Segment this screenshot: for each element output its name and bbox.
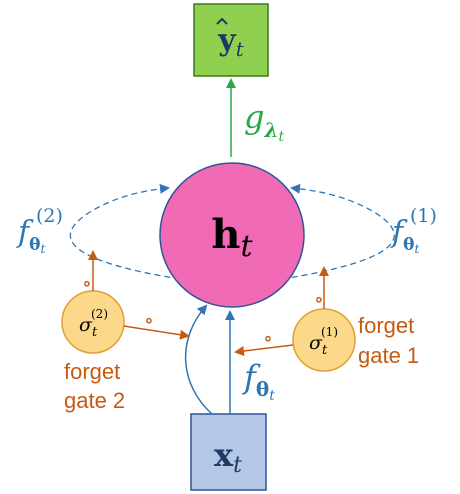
output-node: yt [193,3,269,77]
hidden-circle [159,162,305,308]
gate-2-circle [61,290,125,354]
hidden-label: ht [211,211,253,264]
gate-1-left-dot: ∘ [263,326,273,350]
gate-1-label-line1: forget [358,313,414,338]
gate-2-label-line2: gate 2 [64,388,125,413]
f-theta-input-label: fθt [242,358,275,404]
gate-1-circle [292,308,356,372]
output-hat-mark [216,17,228,25]
forget-gate-1: σt (1) [292,308,356,372]
gate-1-label-line2: gate 1 [358,343,419,368]
gate-2-right-dot: ∘ [144,308,154,332]
input-node: xt [190,413,267,491]
input-box [190,413,267,491]
output-label: yt [217,23,244,61]
gate-1-up-dot: ∘ [314,287,324,311]
hidden-node: ht [159,162,305,308]
forget-gate-2: σt (2) [61,290,125,354]
gate-1-sup: (1) [321,325,338,339]
gate-2-sigma: σt [79,314,98,340]
input-curve-arrow [185,304,213,415]
f-theta-1-sup: (1) [410,205,437,227]
recurrent-loop-left [69,183,201,283]
gate-2-sup: (2) [91,307,108,321]
gate-2-right-arrow [123,325,190,340]
gate-2-label-line1: forget [64,359,120,384]
f-theta-2-sup: (2) [36,205,63,227]
gate-1-left-arrow [234,344,294,356]
gate-1-sigma: σt [309,332,328,358]
g-lambda-label: gλt [244,98,285,145]
input-label: xt [214,436,242,478]
output-box [193,3,269,77]
gate-2-up-dot: ∘ [82,271,92,295]
